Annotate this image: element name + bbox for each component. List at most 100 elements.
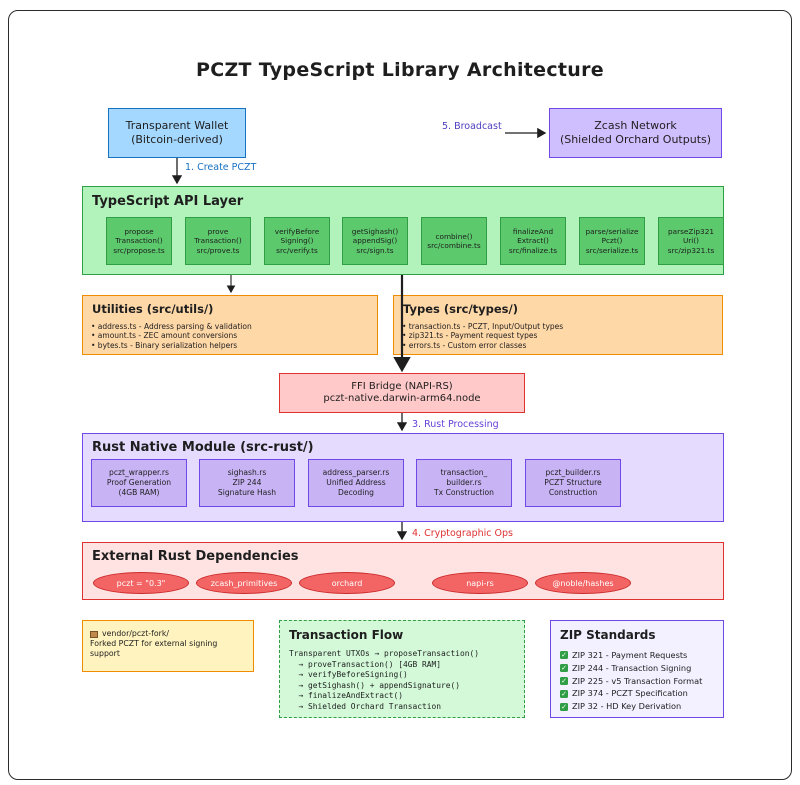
api-function-line: getSighash() xyxy=(351,226,399,236)
api-function-line: appendSig() xyxy=(352,236,398,246)
api-function-line: Uri() xyxy=(682,236,700,246)
api-function-line: parseZip321 xyxy=(668,226,714,236)
api-function-line: src/serialize.ts xyxy=(585,245,639,255)
types-item: • transaction.ts - PCZT, Input/Output ty… xyxy=(402,322,564,331)
flow-step: → Shielded Orchard Transaction xyxy=(289,701,442,711)
types-box: Types (src/types/) • transaction.ts - PC… xyxy=(393,295,723,355)
ffi-line-2: pczt-native.darwin-arm64.node xyxy=(323,393,481,404)
wallet-line-1: Transparent Wallet xyxy=(125,119,229,132)
api-function-line: Extract() xyxy=(517,236,549,246)
flow-title: Transaction Flow xyxy=(289,628,404,642)
flow-step: → verifyBeforeSigning() xyxy=(289,670,408,680)
zip-item: ✓ ZIP 321 - Payment Requests xyxy=(560,649,702,662)
rust-file-line: Signature Hash xyxy=(217,488,277,497)
check-icon: ✓ xyxy=(560,651,568,660)
rust-file-line: Unified Address xyxy=(326,478,386,487)
zip-item-label: ZIP 225 - v5 Transaction Format xyxy=(572,675,703,686)
vendor-desc-2: support xyxy=(90,649,120,658)
dependency-pill: zcash_primitives xyxy=(196,572,292,594)
utilities-item: • bytes.ts - Binary serialization helper… xyxy=(91,340,238,350)
api-function-line: prove xyxy=(207,226,229,236)
package-icon xyxy=(90,630,98,638)
utilities-list: • address.ts - Address parsing & validat… xyxy=(91,322,252,350)
api-function-node: combine()src/combine.ts xyxy=(421,217,487,265)
api-function-line: verifyBefore xyxy=(274,226,320,236)
check-icon: ✓ xyxy=(560,702,568,711)
types-item: • errors.ts - Custom error classes xyxy=(402,340,527,350)
network-line-1: Zcash Network xyxy=(594,119,677,132)
ffi-bridge-node: FFI Bridge (NAPI-RS) pczt-native.darwin-… xyxy=(279,373,525,413)
utilities-box: Utilities (src/utils/) • address.ts - Ad… xyxy=(82,295,378,355)
zip-item: ✓ ZIP 225 - v5 Transaction Format xyxy=(560,675,702,688)
flow-step: → getSighash() + appendSignature() xyxy=(289,680,461,690)
dependency-pill: pczt = "0.3" xyxy=(93,572,189,594)
api-function-line: Pczt() xyxy=(601,236,623,246)
dependency-pill: @noble/hashes xyxy=(535,572,631,594)
rust-file-line: PCZT Structure xyxy=(544,478,602,487)
api-function-line: src/propose.ts xyxy=(113,245,165,255)
rust-file-line: Decoding xyxy=(338,488,374,497)
dependency-pill: napi-rs xyxy=(432,572,528,594)
external-deps-box: External Rust Dependencies pczt = "0.3" z… xyxy=(82,542,724,600)
diagram-title: PCZT TypeScript Library Architecture xyxy=(196,59,604,81)
rust-file-line: Tx Construction xyxy=(434,488,494,497)
types-list: • transaction.ts - PCZT, Input/Output ty… xyxy=(402,322,563,350)
wallet-line-2: (Bitcoin-derived) xyxy=(131,133,223,146)
api-function-line: parse/serialize xyxy=(585,226,639,236)
rust-file-line: pczt_wrapper.rs xyxy=(109,468,169,477)
edge-label-crypto-ops: 4. Cryptographic Ops xyxy=(412,528,513,539)
rust-file-line: sighash.rs xyxy=(227,468,267,477)
rust-file-line: address_parser.rs xyxy=(322,468,390,477)
rust-file-line: builder.rs xyxy=(446,478,482,487)
rust-file-line: Construction xyxy=(548,488,598,497)
zip-item: ✓ ZIP 244 - Transaction Signing xyxy=(560,662,702,675)
zip-title: ZIP Standards xyxy=(560,628,656,642)
api-function-node: getSighash()appendSig()src/sign.ts xyxy=(342,217,408,265)
flow-step: Transparent UTXOs → proposeTransaction() xyxy=(289,649,480,658)
edge-label-rust-processing: 3. Rust Processing xyxy=(412,419,499,430)
transparent-wallet-node: Transparent Wallet (Bitcoin-derived) xyxy=(108,108,246,158)
ffi-line-1: FFI Bridge (NAPI-RS) xyxy=(351,381,453,392)
api-function-line: src/zip321.ts xyxy=(667,245,715,255)
rust-native-module: Rust Native Module (src-rust/) pczt_wrap… xyxy=(82,433,724,522)
zip-list: ✓ ZIP 321 - Payment Requests ✓ ZIP 244 - T… xyxy=(560,649,702,713)
api-layer-title: TypeScript API Layer xyxy=(92,194,244,209)
zip-item-label: ZIP 321 - Payment Requests xyxy=(572,650,688,660)
vendor-desc: Forked PCZT for external signing xyxy=(90,639,218,648)
api-function-line: src/sign.ts xyxy=(356,245,394,255)
deps-title: External Rust Dependencies xyxy=(92,549,299,564)
zip-item-label: ZIP 32 - HD Key Derivation xyxy=(572,701,682,712)
rust-file-line: pczt_builder.rs xyxy=(545,468,601,477)
zip-item: ✓ZIP 374 - PCZT Specification xyxy=(560,687,702,700)
rust-file-line: ZIP 244 xyxy=(232,478,262,487)
check-icon: ✓ xyxy=(560,676,568,685)
rust-file-line: (4GB RAM) xyxy=(118,488,160,497)
rust-file-line: Proof Generation xyxy=(106,478,172,487)
rust-module-title: Rust Native Module (src-rust/) xyxy=(92,440,314,455)
network-line-2: (Shielded Orchard Outputs) xyxy=(559,133,712,146)
diagram-frame xyxy=(8,10,792,780)
types-title: Types (src/types/) xyxy=(403,302,518,316)
flow-step: → finalizeAndExtract() xyxy=(289,691,404,701)
check-icon: ✓ xyxy=(560,664,568,673)
api-function-line: Signing() xyxy=(280,236,314,246)
api-function-line: src/verify.ts xyxy=(276,245,318,255)
flow-step: → proveTransaction() [4GB RAM] xyxy=(289,659,442,669)
rust-file-line: transaction_ xyxy=(440,468,488,477)
utilities-item: • address.ts - Address parsing & validat… xyxy=(91,322,252,331)
edge-label-broadcast: 5. Broadcast xyxy=(442,121,502,132)
api-function-line: Transaction() xyxy=(115,236,163,246)
types-item: • zip321.ts - Payment request types xyxy=(402,331,538,341)
zip-item-label: ZIP 244 - Transaction Signing xyxy=(572,662,692,673)
